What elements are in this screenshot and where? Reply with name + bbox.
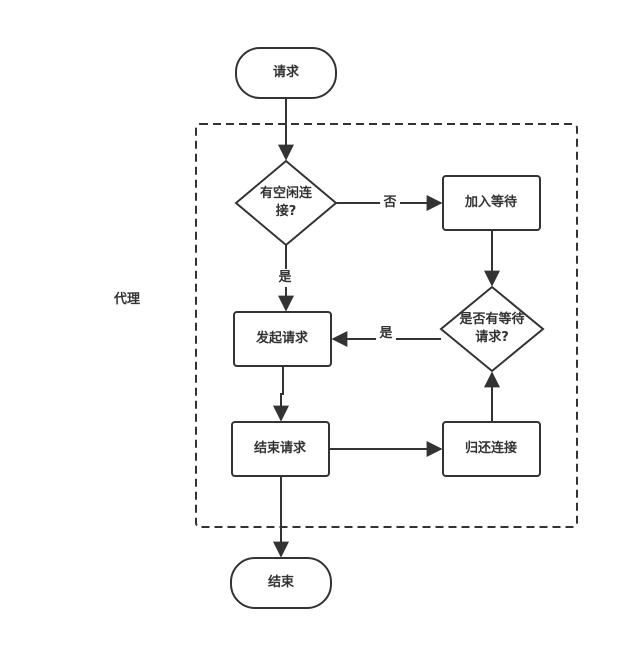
node-has-waiting-label: 是否有等待 请求? xyxy=(459,312,525,345)
node-join-wait-label: 加入等待 xyxy=(464,195,518,210)
node-end-label: 结束 xyxy=(267,575,295,590)
node-start-request-label: 发起请求 xyxy=(255,331,309,346)
label-bg-yes-down xyxy=(275,269,295,287)
edge-start-to-end-request xyxy=(273,366,289,422)
node-has-waiting[interactable] xyxy=(439,285,545,373)
label-bg-no xyxy=(380,194,400,212)
edge-label-yes-left: 是 xyxy=(379,326,393,341)
container-label-proxy: 代理 xyxy=(113,292,141,307)
node-end-request-label: 结束请求 xyxy=(253,441,307,456)
proxy-container xyxy=(195,123,578,528)
node-return-conn-label: 归还连接 xyxy=(464,441,518,456)
node-end[interactable] xyxy=(230,557,332,609)
edge-label-no: 否 xyxy=(383,195,397,210)
node-has-idle-label: 有空闲连 接? xyxy=(259,186,313,219)
edge-label-yes-down: 是 xyxy=(278,270,292,285)
node-request-label: 请求 xyxy=(272,65,300,80)
label-bg-yes-left xyxy=(376,325,396,343)
